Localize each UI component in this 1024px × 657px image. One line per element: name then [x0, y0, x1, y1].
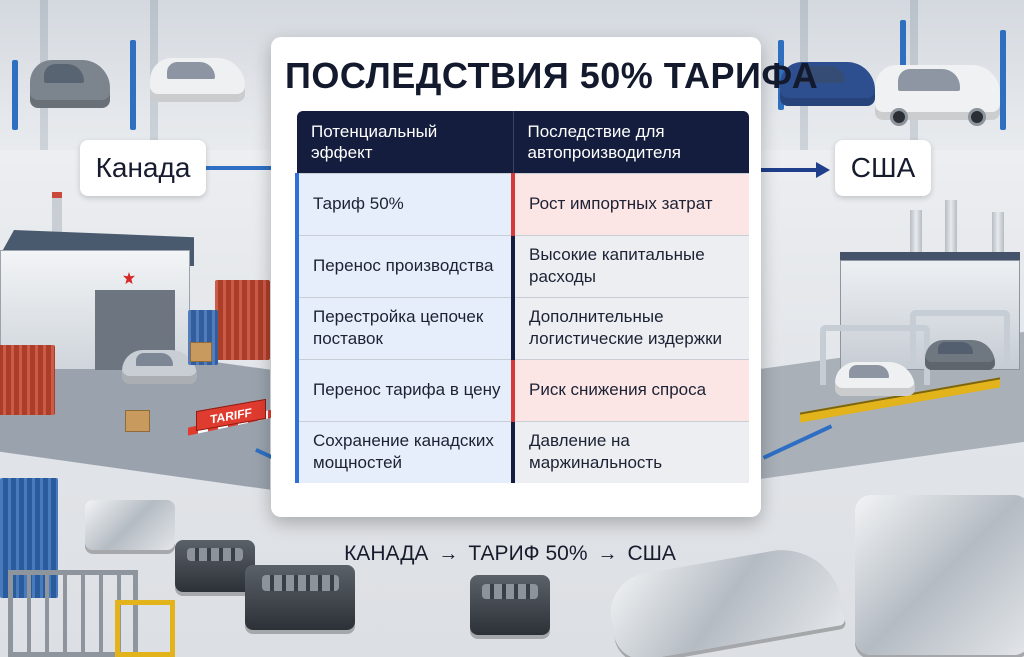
column-header-effect: Потенциальный эффект	[297, 111, 514, 173]
turbocharger-part	[85, 500, 175, 550]
engine-block-part	[175, 540, 255, 592]
effect-cell: Сохранение канадских мощностей	[295, 420, 514, 483]
flow-from-label: КАНАДА	[344, 542, 429, 565]
lift-post	[1000, 30, 1006, 130]
metal-housing-part	[855, 495, 1024, 655]
table-row: Перестройка цепочек поставок Дополнитель…	[295, 296, 749, 359]
wooden-crate	[190, 342, 212, 362]
table-header-row: Потенциальный эффект Последствие для авт…	[297, 111, 749, 173]
consequence-cell: Риск снижения спроса	[511, 358, 749, 421]
arrow-right-icon: →	[597, 542, 618, 565]
background-car	[875, 65, 1000, 120]
assembled-car	[925, 340, 995, 370]
assembly-gantry	[910, 310, 1010, 365]
factory-chimney	[52, 192, 62, 252]
country-label-usa: США	[835, 140, 931, 196]
flow-line-canada	[204, 166, 274, 170]
country-label-canada: Канада	[80, 140, 206, 196]
us-factory-illustration	[760, 200, 1024, 480]
shipping-container	[0, 345, 55, 415]
table-row: Сохранение канадских мощностей Давление …	[295, 420, 749, 483]
export-car	[122, 350, 197, 384]
impact-table: Потенциальный эффект Последствие для авт…	[295, 111, 749, 483]
shipping-container	[215, 280, 270, 360]
yellow-parts-rack	[115, 600, 175, 657]
effect-cell: Перестройка цепочек поставок	[295, 296, 514, 359]
wooden-crate	[125, 410, 150, 432]
car-wheel	[968, 108, 986, 126]
consequence-cell: Давление на маржинальность	[511, 420, 749, 483]
card-title: ПОСЛЕДСТВИЯ 50% ТАРИФА	[285, 55, 819, 96]
consequence-cell: Рост импортных затрат	[511, 172, 749, 235]
canadian-factory-illustration	[0, 192, 270, 490]
flow-line-usa	[760, 168, 818, 172]
table-row: Тариф 50% Рост импортных затрат	[295, 172, 749, 235]
arrow-right-icon: →	[438, 542, 459, 565]
table-row: Перенос производства Высокие капитальные…	[295, 234, 749, 297]
lift-post	[130, 40, 136, 130]
tariff-consequences-card: ПОСЛЕДСТВИЯ 50% ТАРИФА Потенциальный эфф…	[271, 37, 819, 517]
engine-part	[470, 575, 550, 635]
background-car	[780, 62, 875, 106]
effect-cell: Тариф 50%	[295, 172, 514, 235]
table-row: Перенос тарифа в цену Риск снижения спро…	[295, 358, 749, 421]
flow-to-label: США	[627, 542, 676, 565]
effect-cell: Перенос производства	[295, 234, 514, 297]
engine-part	[245, 565, 355, 630]
background-car	[150, 58, 245, 102]
effect-cell: Перенос тарифа в цену	[295, 358, 514, 421]
background-car	[30, 60, 110, 108]
column-header-consequence: Последствие для автопроизводителя	[513, 111, 749, 173]
flow-middle-label: ТАРИФ 50%	[468, 542, 588, 565]
arrow-right-icon	[816, 162, 830, 178]
car-wheel	[890, 108, 908, 126]
consequence-cell: Высокие капитальные расходы	[511, 234, 749, 297]
lift-post	[12, 60, 18, 130]
consequence-cell: Дополнительные логистические издержки	[511, 296, 749, 359]
assembled-car	[835, 362, 915, 396]
flow-caption: КАНАДА → ТАРИФ 50% → США	[330, 540, 690, 568]
